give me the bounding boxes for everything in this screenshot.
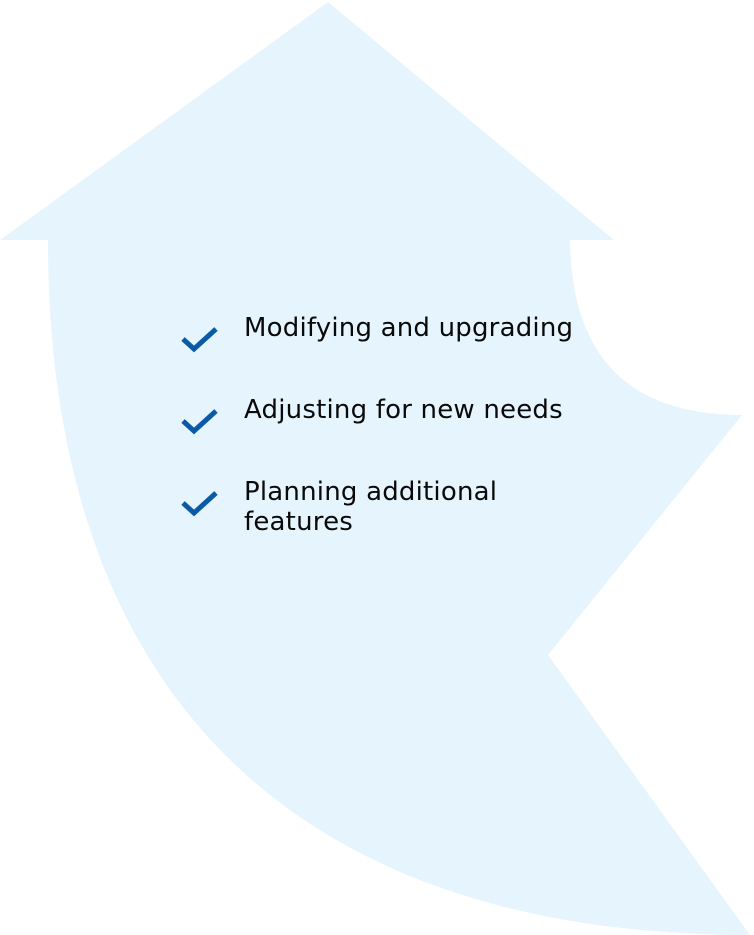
list-item: Planning additional features bbox=[180, 477, 497, 537]
item-label: Adjusting for new needs bbox=[244, 395, 563, 425]
check-icon bbox=[181, 409, 218, 435]
check-icon bbox=[181, 327, 218, 353]
check-icon bbox=[181, 491, 218, 517]
item-label: Planning additional features bbox=[244, 477, 498, 537]
list-item: Modifying and upgrading bbox=[180, 313, 573, 355]
list-item: Adjusting for new needs bbox=[180, 395, 563, 437]
item-label: Modifying and upgrading bbox=[244, 313, 574, 343]
